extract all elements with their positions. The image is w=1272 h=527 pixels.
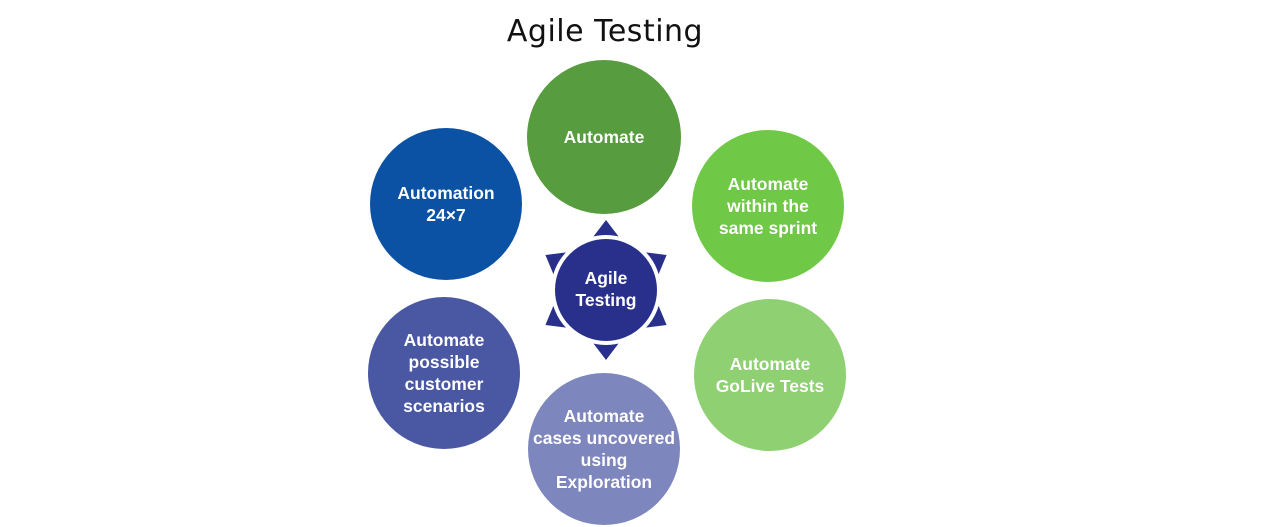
node-label: Automate within the same sprint — [718, 173, 818, 239]
node-automate-golive-tests: Automate GoLive Tests — [694, 299, 846, 451]
node-label: Automation 24×7 — [397, 182, 495, 225]
node-label: Automate possible customer scenarios — [403, 329, 485, 417]
node-automate-within-same-sprint: Automate within the same sprint — [692, 130, 844, 282]
node-label: Automate — [563, 126, 645, 147]
node-label: Automate GoLive Tests — [715, 353, 825, 396]
center-circle-shape — [551, 235, 661, 345]
node-automate-cases-exploration: Automate cases uncovered using Explorati… — [528, 373, 680, 525]
node-automate: Automate — [527, 60, 681, 214]
starburst-icon — [545, 220, 667, 360]
node-label: Automate cases uncovered using Explorati… — [532, 405, 676, 493]
center-label: Agile Testing — [575, 268, 637, 310]
diagram-title: Agile Testing — [506, 14, 704, 49]
node-automation-24x7: Automation 24×7 — [370, 128, 522, 280]
center-hub: Agile Testing — [526, 210, 686, 370]
node-automate-customer-scenarios: Automate possible customer scenarios — [368, 297, 520, 449]
